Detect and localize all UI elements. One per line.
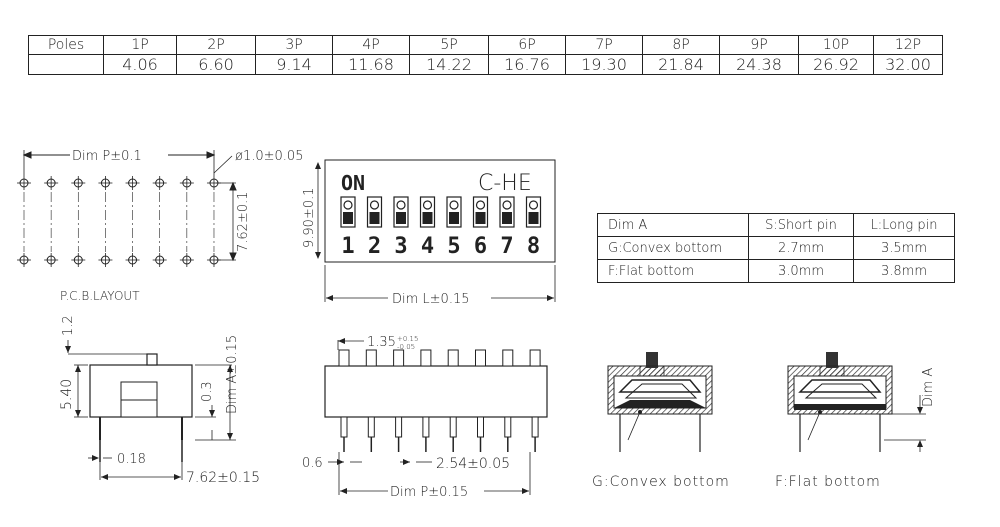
pcb-hole <box>98 253 113 267</box>
dim-a-cell: 3.8mm <box>853 259 955 283</box>
pcb-hole <box>206 253 221 267</box>
front-pin <box>529 349 541 452</box>
side-height-label: 5.40 <box>59 379 75 410</box>
dim-a-cell: 3.0mm <box>748 259 854 283</box>
switch-slider <box>446 196 462 228</box>
cross-dim-a-label: Dim A <box>921 368 936 407</box>
dim-l-cell: 24.38 <box>719 54 799 75</box>
cross-section-convex <box>607 352 713 452</box>
switch-number: 4 <box>421 234 434 259</box>
pcb-hole <box>152 253 167 267</box>
pcb-layout-caption: P.C.B.LAYOUT <box>60 289 140 303</box>
switch-number: 7 <box>500 234 513 259</box>
pcb-hole <box>206 176 221 190</box>
pcb-hole <box>179 253 194 267</box>
side-actuator-label: 1.2 <box>61 315 76 336</box>
front-pin <box>447 349 459 452</box>
dim-l-cell: 9.14 <box>255 54 333 75</box>
top-height-label: 9.90±0.1 <box>302 187 317 248</box>
pcb-hole <box>179 176 194 190</box>
switch-slider <box>393 196 409 228</box>
top-view <box>315 159 556 302</box>
dim-a-header-cell: Dim A <box>597 213 749 237</box>
pcb-dim-p-label: Dim P±0.1 <box>72 149 142 164</box>
dim-l-cell: 21.84 <box>642 54 720 75</box>
on-label: ON <box>341 171 365 195</box>
front-actuator-width-label: 1.35 <box>367 335 396 350</box>
pcb-hole <box>17 253 31 267</box>
convex-caption: G:Convex bottom <box>592 474 730 490</box>
front-pin <box>365 349 377 452</box>
dim-a-cell: 3.5mm <box>853 236 955 260</box>
pcb-hole <box>71 253 86 267</box>
front-pin <box>393 349 405 452</box>
pcb-hole <box>71 176 86 190</box>
switch-number: 6 <box>474 234 487 259</box>
front-tol-plus: +0.15 <box>397 335 418 343</box>
pcb-hole <box>17 176 31 190</box>
pole-cell: 4P <box>332 35 410 55</box>
switch-number: 1 <box>341 234 354 259</box>
dim-l-cell: 4.06 <box>103 54 177 75</box>
switch-number: 8 <box>527 234 540 259</box>
poles-table: Poles 1P 2P 3P 4P 5P 6P 7P 8P 9P 10P 12P… <box>28 35 943 75</box>
top-dim-l-label: Dim L±0.15 <box>392 292 470 307</box>
dim-a-table: Dim A S:Short pin L:Long pin G:Convex bo… <box>597 213 955 283</box>
pcb-hole <box>152 176 167 190</box>
cross-section-flat <box>787 352 926 452</box>
pcb-hole <box>98 176 113 190</box>
side-view <box>65 340 236 480</box>
front-pin <box>338 349 350 452</box>
side-pitch-label: 7.62±0.15 <box>186 470 260 486</box>
pcb-hole <box>44 176 59 190</box>
switch-number: 5 <box>447 234 460 259</box>
switch-slider <box>419 196 436 228</box>
dim-l-cell: 16.76 <box>488 54 566 75</box>
dim-l-cell: 14.22 <box>409 54 489 75</box>
dim-a-row: F:Flat bottom 3.0mm 3.8mm <box>597 259 955 283</box>
pcb-hole-label: ø1.0±0.05 <box>235 149 303 164</box>
dim-a-cell: 2.7mm <box>748 236 854 260</box>
front-dim-p-label: Dim P±0.15 <box>390 485 468 500</box>
switch-slider <box>525 196 542 228</box>
dim-l-cell: 32.00 <box>873 54 943 75</box>
switch-slider <box>499 196 515 228</box>
front-tol-minus: -0.05 <box>397 343 415 351</box>
flat-caption: F:Flat bottom <box>775 474 881 490</box>
brand-label: C-HE <box>478 171 532 196</box>
pcb-layout <box>17 150 237 267</box>
front-pin <box>475 349 486 452</box>
pcb-hole <box>44 253 59 267</box>
pcb-hole <box>125 253 140 267</box>
switch-slider <box>472 196 489 228</box>
front-pin <box>420 349 432 452</box>
dim-l-row: 4.06 6.60 9.14 11.68 14.22 16.76 19.30 2… <box>28 54 943 75</box>
dim-l-cell: 11.68 <box>332 54 410 75</box>
dim-l-cell: 26.92 <box>798 54 874 75</box>
poles-header-row: Poles 1P 2P 3P 4P 5P 6P 7P 8P 9P 10P 12P <box>28 35 943 55</box>
side-bottom-label: 0.3 <box>200 381 215 402</box>
dim-a-cell: F:Flat bottom <box>597 259 749 283</box>
switch-slider <box>340 196 356 228</box>
switch-number: 3 <box>394 234 407 259</box>
front-pitch-label: 2.54±0.05 <box>436 456 510 472</box>
pcb-hole <box>125 176 140 190</box>
front-pin-tip-label: 0.6 <box>302 456 323 471</box>
front-view <box>324 338 548 495</box>
side-pin-label: 0.18 <box>117 452 146 467</box>
pcb-row-spacing-label: 7.62±0.1 <box>236 191 251 252</box>
switch-number: 2 <box>368 234 381 259</box>
switch-slider <box>366 196 383 228</box>
front-pin <box>502 349 514 452</box>
side-dim-a-label: Dim A±0.15 <box>225 335 240 414</box>
